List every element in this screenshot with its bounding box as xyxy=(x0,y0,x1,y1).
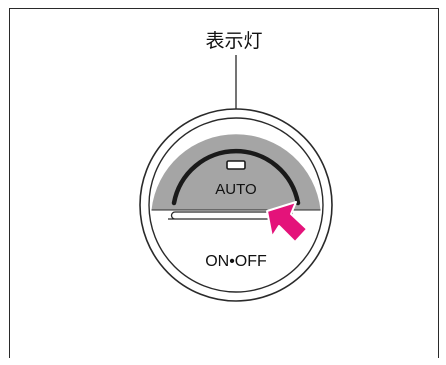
auto-face-arc xyxy=(171,149,301,206)
frame-top-border xyxy=(9,8,439,9)
on-off-label: ON•OFF xyxy=(205,253,267,270)
frame-left-border xyxy=(9,8,10,358)
indicator-light xyxy=(226,160,246,170)
auto-label: AUTO xyxy=(215,181,256,198)
indicator-light-caption: 表示灯 xyxy=(205,30,263,52)
arrow-icon xyxy=(266,201,308,243)
auto-button-face[interactable] xyxy=(151,134,321,210)
frame-right-border xyxy=(438,8,439,358)
divider-groove xyxy=(168,211,293,220)
